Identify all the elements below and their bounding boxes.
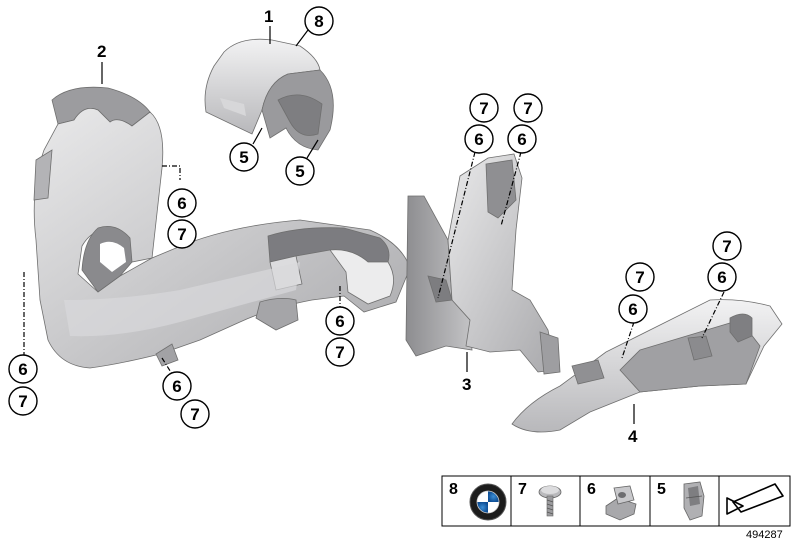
svg-text:3: 3 [462,375,471,394]
callout-5-b: 5 [285,156,315,186]
svg-text:7: 7 [18,392,27,411]
svg-text:6: 6 [517,130,526,149]
callout-7-part3-b: 7 [513,93,543,123]
svg-text:6: 6 [717,268,726,287]
svg-text:7: 7 [518,481,527,498]
part-label-1: 1 [264,7,273,44]
svg-text:1: 1 [264,7,273,26]
callout-6-part4-b: 6 [707,262,737,292]
document-number: 494287 [746,529,783,541]
svg-text:8: 8 [449,481,458,498]
part-3-inner-panel [405,153,561,375]
legend-item-5: 5 [657,481,705,521]
svg-text:6: 6 [18,360,27,379]
svg-text:7: 7 [722,237,731,256]
callout-6-left-edge: 6 [8,354,38,384]
callout-7-part4-a: 7 [625,262,655,292]
svg-text:6: 6 [628,300,637,319]
svg-text:2: 2 [97,42,106,61]
svg-text:5: 5 [295,162,304,181]
callout-6-part4-a: 6 [618,294,648,324]
callout-6-part3-a: 6 [464,124,494,154]
callout-7-center: 7 [325,337,355,367]
legend-item-6: 6 [587,481,637,521]
svg-text:6: 6 [474,130,483,149]
callout-7-part4-b: 7 [712,231,742,261]
direction-arrow-icon [726,483,784,515]
part-label-3: 3 [462,352,471,394]
svg-text:6: 6 [172,377,181,396]
svg-text:7: 7 [190,405,199,424]
part-2-front-fairing [33,86,411,369]
part-label-2: 2 [97,42,106,84]
part-4-side-trim [511,299,783,433]
screw-icon [538,485,562,517]
svg-text:8: 8 [314,12,323,31]
part-label-4: 4 [628,404,638,446]
svg-text:7: 7 [523,99,532,118]
legend-bar: 8 7 6 [441,475,791,527]
svg-text:5: 5 [657,481,666,498]
legend-item-7: 7 [518,481,562,517]
callout-8-top: 8 [304,6,334,36]
callout-7-bottom: 7 [180,399,210,429]
callout-6-left-upper: 6 [167,188,197,218]
legend-item-8: 8 [449,481,507,521]
part-1-cover [204,38,334,151]
callout-7-left-edge: 7 [8,386,38,416]
callout-5-a: 5 [229,142,259,172]
spring-clip-icon [683,481,705,521]
svg-text:7: 7 [635,268,644,287]
svg-text:4: 4 [628,427,638,446]
callout-leaders [23,29,725,375]
callout-6-bottom: 6 [162,371,192,401]
callout-7-left-upper: 7 [167,219,197,249]
callout-7-part3-a: 7 [469,93,499,123]
bmw-emblem-icon [469,483,507,521]
svg-text:7: 7 [479,99,488,118]
svg-text:6: 6 [587,481,596,498]
callout-6-part3-b: 6 [507,124,537,154]
callout-6-center: 6 [325,306,355,336]
clip-nut-icon [605,485,637,521]
svg-text:5: 5 [239,148,248,167]
svg-text:7: 7 [335,343,344,362]
svg-text:6: 6 [335,312,344,331]
svg-text:6: 6 [177,194,186,213]
svg-text:7: 7 [177,225,186,244]
